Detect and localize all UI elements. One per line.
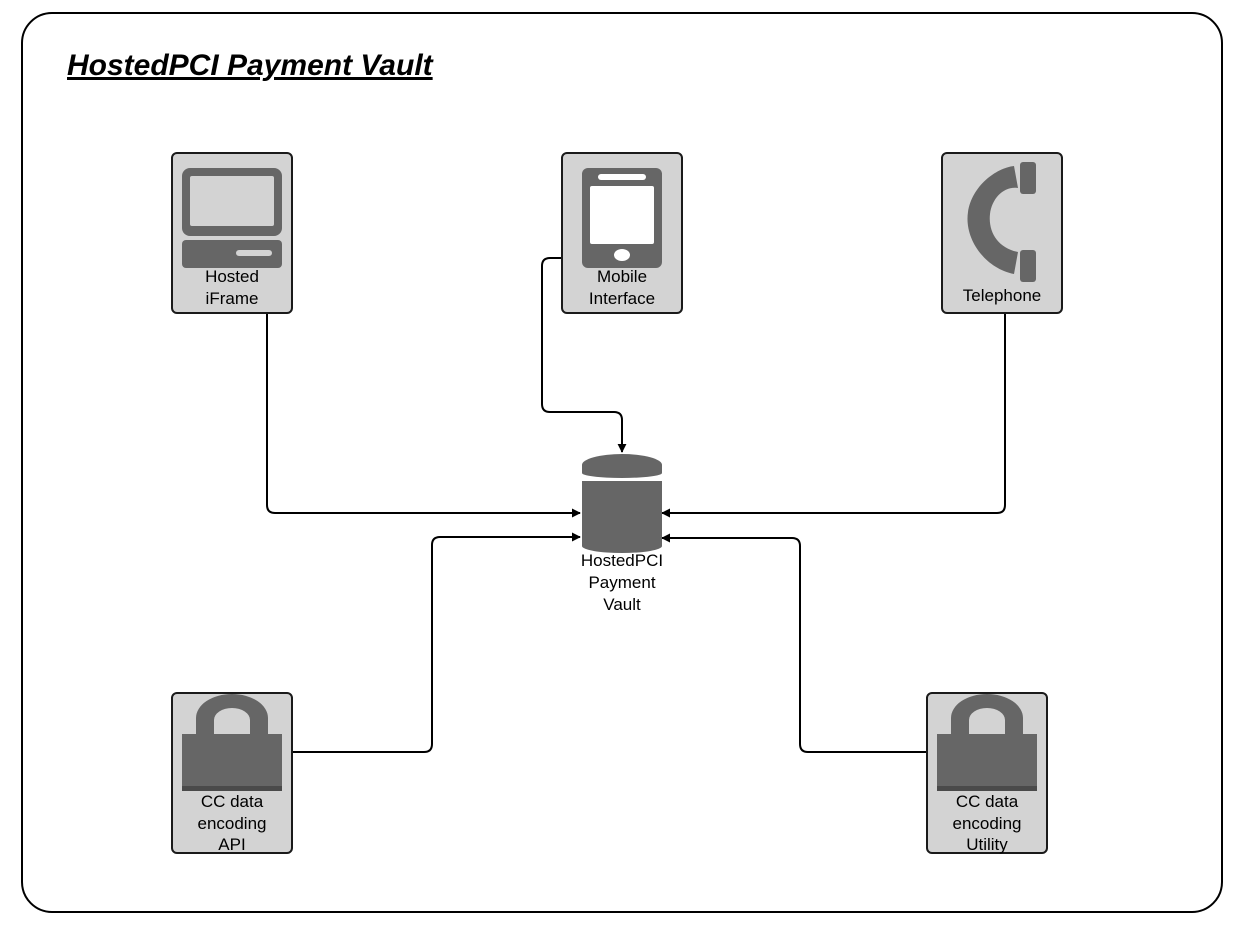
edge-mobile-to-vault (541, 257, 627, 453)
node-payment-vault: HostedPCI Payment Vault (581, 454, 663, 614)
lock-icon (182, 694, 282, 791)
node-label-line1: CC data (201, 792, 264, 811)
node-label-line3: API (218, 835, 245, 854)
node-telephone: Telephone (941, 152, 1063, 314)
edge-iframe-to-vault (266, 268, 581, 518)
edge-utility-to-vault (661, 533, 938, 753)
node-cc-encoding-api: CC data encoding API (171, 692, 293, 854)
database-icon (582, 454, 662, 553)
node-label-line1: HostedPCI (581, 551, 663, 570)
edge-api-to-vault (283, 532, 581, 753)
node-label-line2: encoding (952, 814, 1021, 833)
smartphone-icon (582, 168, 662, 268)
node-label-line2: iFrame (206, 289, 259, 308)
node-label-line3: Utility (966, 835, 1008, 854)
node-label-line1: Hosted (205, 267, 259, 286)
node-cc-encoding-utility: CC data encoding Utility (926, 692, 1048, 854)
node-label-line1: Mobile (597, 267, 647, 286)
node-label-line1: CC data (956, 792, 1019, 811)
node-hosted-iframe: Hosted iFrame (171, 152, 293, 314)
lock-icon (937, 694, 1037, 791)
node-label-line2: Payment (588, 573, 655, 592)
node-mobile-interface: Mobile Interface (561, 152, 683, 314)
computer-icon (182, 168, 282, 268)
node-label-line2: Interface (589, 289, 655, 308)
node-label-line3: Vault (603, 595, 641, 614)
telephone-icon (967, 162, 1036, 282)
node-label-line1: Telephone (963, 286, 1041, 305)
edge-telephone-to-vault (661, 310, 1006, 518)
node-label-line2: encoding (197, 814, 266, 833)
diagram-title: HostedPCI Payment Vault (67, 49, 435, 82)
